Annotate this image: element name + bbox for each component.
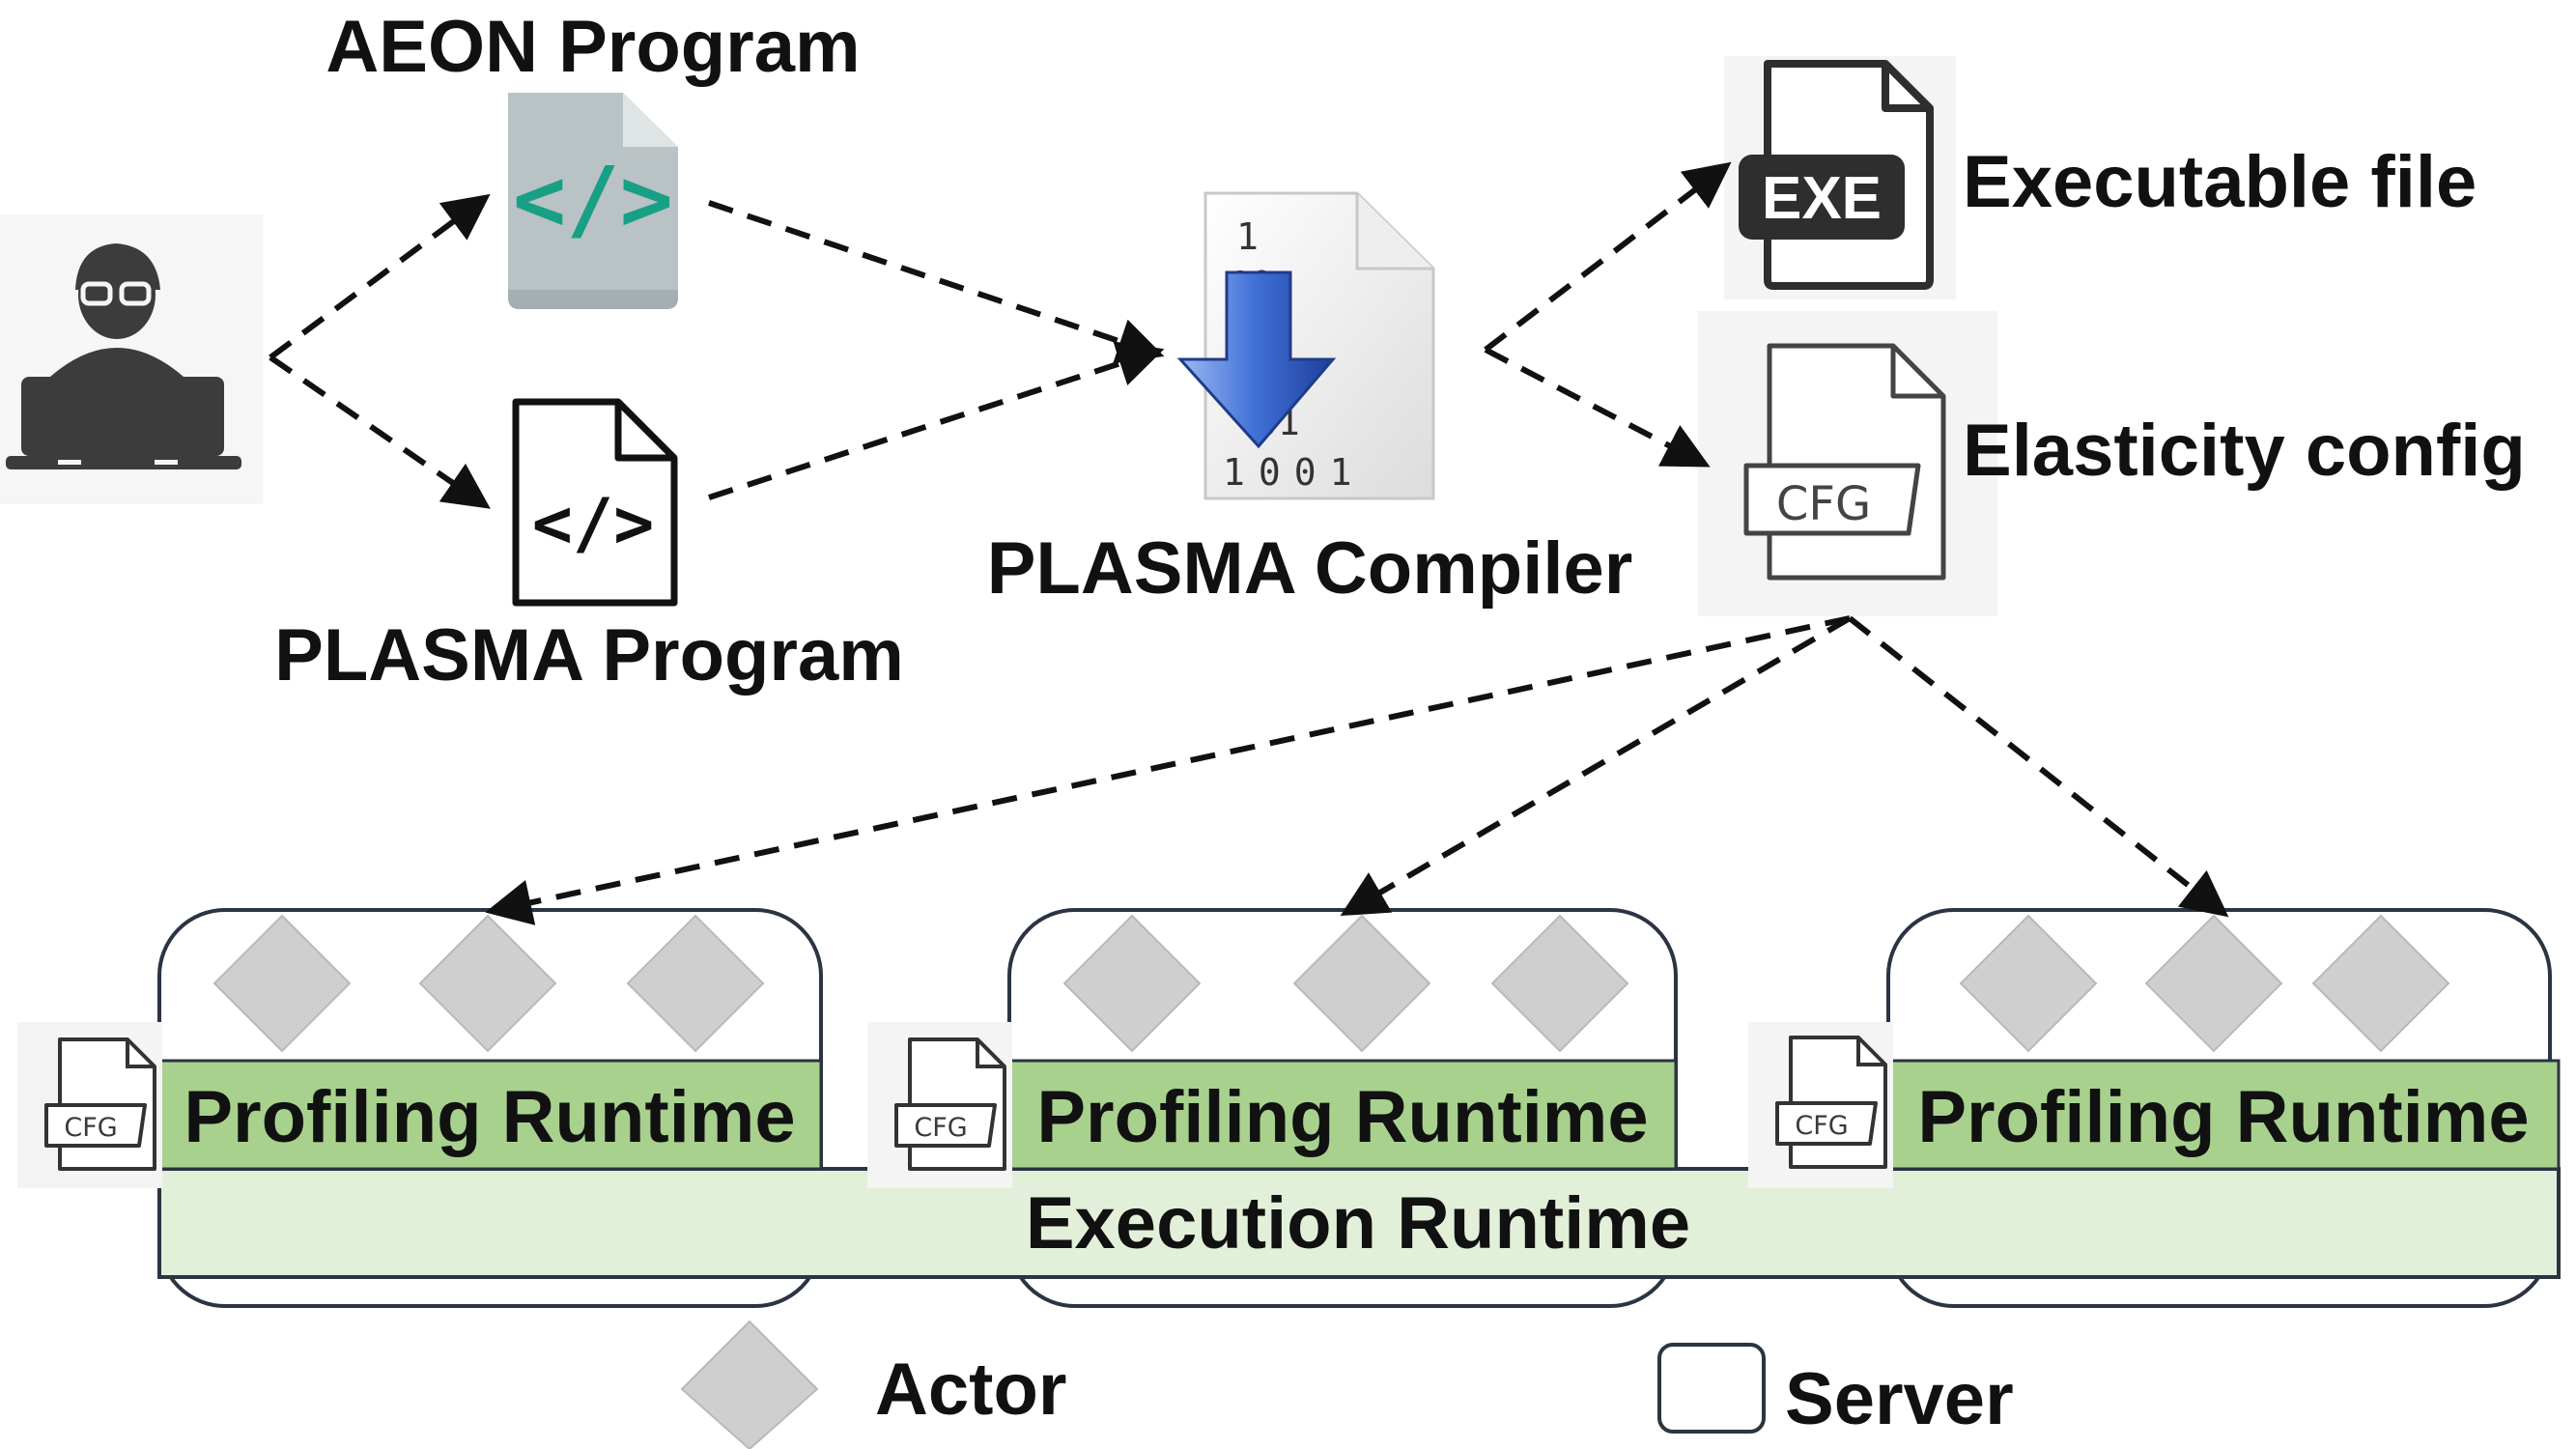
aeon-program-file-icon: </> [508, 93, 678, 309]
flow-arrows-top [269, 161, 1732, 509]
exe-badge: EXE [1762, 165, 1882, 232]
aeon-program-label: AEON Program [326, 6, 860, 88]
actor [418, 914, 557, 1053]
cfg-icon-1: CFG [17, 1022, 162, 1188]
cfg-icon-3: CFG [1748, 1022, 1893, 1188]
plasma-program-file-icon: </> [512, 398, 678, 607]
profiling-runtime-label-2: Profiling Runtime [1036, 1076, 1648, 1158]
actor [1292, 914, 1431, 1053]
actor [212, 914, 352, 1053]
actor [1959, 914, 2098, 1053]
profiling-runtimes: Profiling Runtime Profiling Runtime Prof… [157, 1059, 2561, 1171]
legend-actor-label: Actor [875, 1349, 1066, 1431]
cfg-badge-3: CFG [1795, 1111, 1848, 1141]
arrow-config-to-server-2 [1340, 615, 1852, 917]
plasma-compiler-icon: 1 10 01 1001 [1176, 191, 1435, 500]
flow-arrows-config [485, 615, 2229, 925]
legend-actor-symbol [680, 1320, 819, 1449]
cfg-badge-2: CFG [914, 1113, 967, 1143]
arrow-compiler-to-config [1484, 347, 1711, 468]
profiling-runtime-3 [1886, 1059, 2561, 1171]
legend: Actor Server [680, 1320, 2014, 1449]
actor [1062, 914, 1202, 1053]
arrow-plasma-to-compiler [708, 341, 1165, 500]
cfg-badge-1: CFG [64, 1113, 117, 1143]
arrow-config-to-server-1 [485, 615, 1851, 925]
aeon-code-glyph: </> [513, 148, 673, 251]
elasticity-config-label: Elasticity config [1963, 410, 2526, 492]
legend-server-label: Server [1785, 1358, 2014, 1440]
arrow-aeon-to-compiler [708, 200, 1165, 364]
profiling-runtime-1 [157, 1059, 823, 1171]
actor [1490, 914, 1629, 1053]
actors [212, 914, 2450, 1053]
executable-file-label: Executable file [1963, 141, 2477, 223]
cfg-icon-2: CFG [867, 1022, 1012, 1188]
legend-server-symbol [1657, 1343, 1766, 1434]
plasma-code-glyph: </> [532, 484, 654, 563]
plasma-compiler-label: PLASMA Compiler [987, 527, 1633, 610]
actor [2144, 914, 2283, 1053]
compiler-bits-4: 1001 [1223, 451, 1366, 494]
profiling-runtime-label-3: Profiling Runtime [1917, 1076, 2529, 1158]
actor [626, 914, 765, 1053]
arrow-compiler-to-exe [1484, 161, 1732, 353]
actor [2311, 914, 2450, 1053]
execution-runtime-label: Execution Runtime [1026, 1182, 1690, 1264]
profiling-runtime-label-1: Profiling Runtime [184, 1076, 795, 1158]
cfg-badge-main: CFG [1776, 477, 1871, 531]
arrow-dev-to-plasma [269, 355, 491, 509]
compiler-bits-1: 1 [1236, 215, 1259, 258]
executable-file-icon: EXE [1724, 56, 1956, 299]
elasticity-config-icon: CFG [1698, 311, 1997, 616]
plasma-program-label: PLASMA Program [274, 614, 904, 696]
developer-icon [0, 214, 263, 504]
arrow-dev-to-aeon [269, 193, 491, 360]
arrow-config-to-server-3 [1848, 615, 2229, 918]
